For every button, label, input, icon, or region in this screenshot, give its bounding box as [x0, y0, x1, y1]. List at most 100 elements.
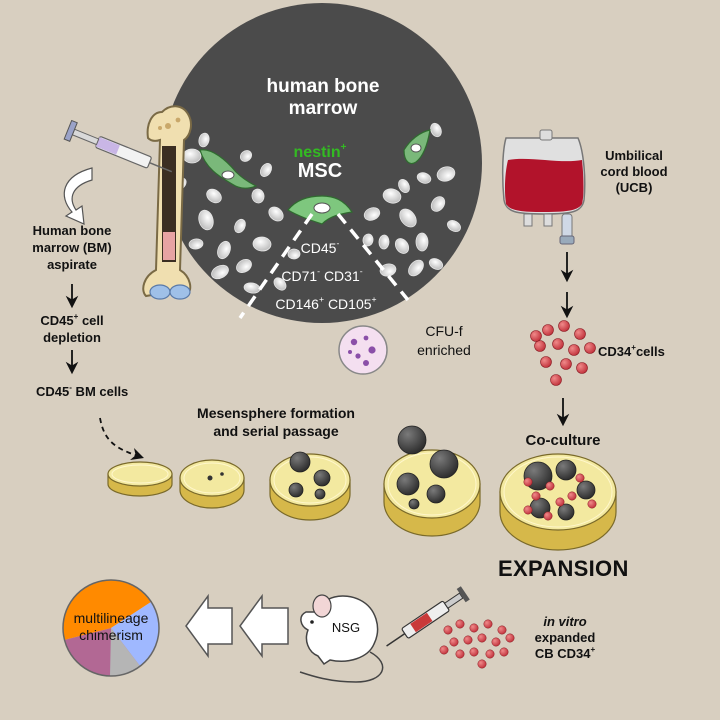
marrow-cell: [447, 220, 461, 232]
marrow-cell: [252, 236, 272, 252]
left-flow-arrows: [65, 284, 144, 460]
cd34-cells-label: CD34+cells: [598, 342, 665, 359]
cd34-cell: [552, 338, 564, 350]
mesensphere: [396, 472, 420, 496]
expanded-cell: [497, 625, 507, 635]
coculture-cell: [545, 481, 555, 491]
coculture-cell: [575, 473, 585, 483]
petri-dish: [383, 425, 481, 537]
coculture-cell: [523, 477, 533, 487]
cd34-pre: CD34: [598, 344, 632, 359]
aspirate-line3: aspirate: [47, 257, 97, 272]
cd71-text: CD71: [281, 268, 318, 284]
mesensphere: [555, 459, 577, 481]
cd105-text: CD105: [327, 296, 372, 312]
cd45-text: CD45: [300, 240, 337, 256]
mesensphere: [576, 480, 596, 500]
mesensphere-line2: and serial passage: [213, 423, 339, 439]
depletion-post: cell: [78, 313, 104, 328]
right-flow-arrows: [556, 252, 574, 427]
petri-dish: [179, 459, 245, 509]
cfu-colonies: [348, 335, 376, 366]
petri-dish: [499, 453, 617, 551]
aspirate-line2: marrow (BM): [32, 240, 112, 255]
cd146-cd105-marker: CD146+ CD105+: [256, 294, 396, 312]
marrow-cell: [363, 207, 381, 221]
marrow-cell: [268, 206, 284, 222]
mesensphere: [397, 425, 427, 455]
marrow-cell: [416, 172, 432, 184]
cd105-sup: +: [371, 294, 377, 305]
marrow-cell: [206, 188, 222, 204]
marrow-cell: [198, 209, 214, 231]
expanded-cell: [505, 633, 515, 643]
marrow-cell: [399, 208, 417, 228]
curved-arrow-icon: [63, 167, 93, 225]
invitro-line1: in vitro: [543, 614, 587, 629]
expanded-cell: [499, 647, 509, 657]
mouse-label: NSG: [331, 620, 361, 635]
cd146-text: CD146: [275, 296, 319, 312]
marrow-cell: [430, 196, 446, 212]
funnel-lines: [238, 212, 410, 319]
expanded-cell: [455, 649, 465, 659]
ucb-line3: (UCB): [615, 180, 653, 195]
expanded-cell: [491, 637, 501, 647]
invitro-sup: +: [590, 644, 596, 654]
mesensphere: [426, 484, 446, 504]
expanded-cell: [485, 649, 495, 659]
coculture-cell: [567, 491, 577, 501]
nestin-label: nestin+: [270, 142, 370, 162]
marrow-cell: [398, 178, 410, 194]
coculture-cell: [523, 505, 533, 515]
cd34-cell: [560, 358, 572, 370]
expanded-cell: [449, 637, 459, 647]
expansion-label: EXPANSION: [498, 556, 629, 581]
coculture-cell: [555, 497, 565, 507]
marrow-cell: [259, 163, 273, 177]
coculture-label: Co-culture: [525, 432, 601, 449]
expanded-cell: [477, 633, 487, 643]
mesensphere: [313, 469, 331, 487]
depletion-line2: depletion: [43, 330, 101, 345]
cd34-cell: [534, 340, 546, 352]
pie-label: multilineage chimerism: [62, 610, 160, 644]
cd34-cell: [584, 342, 596, 354]
marrow-cell: [188, 238, 204, 250]
cd34-cell: [558, 320, 570, 332]
expanded-cell: [455, 619, 465, 629]
marrow-cell: [382, 188, 402, 204]
cd34-cell: [540, 356, 552, 368]
cd45-marker: CD45-: [290, 239, 350, 256]
expanded-cd34-cells: [439, 619, 515, 669]
marrow-cell: [287, 248, 301, 260]
marrow-cell: [415, 232, 429, 252]
expanded-cell: [483, 619, 493, 629]
mesensphere: [207, 475, 213, 481]
marrow-title-line2: marrow: [288, 98, 358, 119]
injection-syringe: [386, 586, 470, 647]
depletion-pre: CD45: [40, 313, 74, 328]
bmcells-post: BM cells: [71, 384, 129, 399]
mesensphere: [289, 451, 311, 473]
marrow-title-line1: human bone: [266, 76, 380, 97]
marrow-cell: [408, 259, 424, 277]
nestin-text: nestin: [293, 144, 341, 161]
cd34-sup: +: [631, 342, 636, 352]
cfu-line1: CFU-f: [425, 323, 463, 339]
bmcells-pre: CD45: [36, 384, 70, 399]
mesensphere: [220, 472, 224, 476]
cfu-dish: [338, 325, 388, 375]
marrow-cell: [436, 166, 456, 182]
marrow-cell: [362, 233, 374, 247]
marrow-title: human bone marrow: [238, 76, 408, 120]
cd34-cell: [574, 328, 586, 340]
petri-dish: [269, 451, 351, 521]
petri-dish: [107, 461, 173, 497]
mesensphere: [557, 503, 575, 521]
marrow-cell: [428, 258, 444, 270]
mesensphere: [314, 488, 326, 500]
bm-cells-label: CD45- BM cells: [36, 383, 129, 399]
